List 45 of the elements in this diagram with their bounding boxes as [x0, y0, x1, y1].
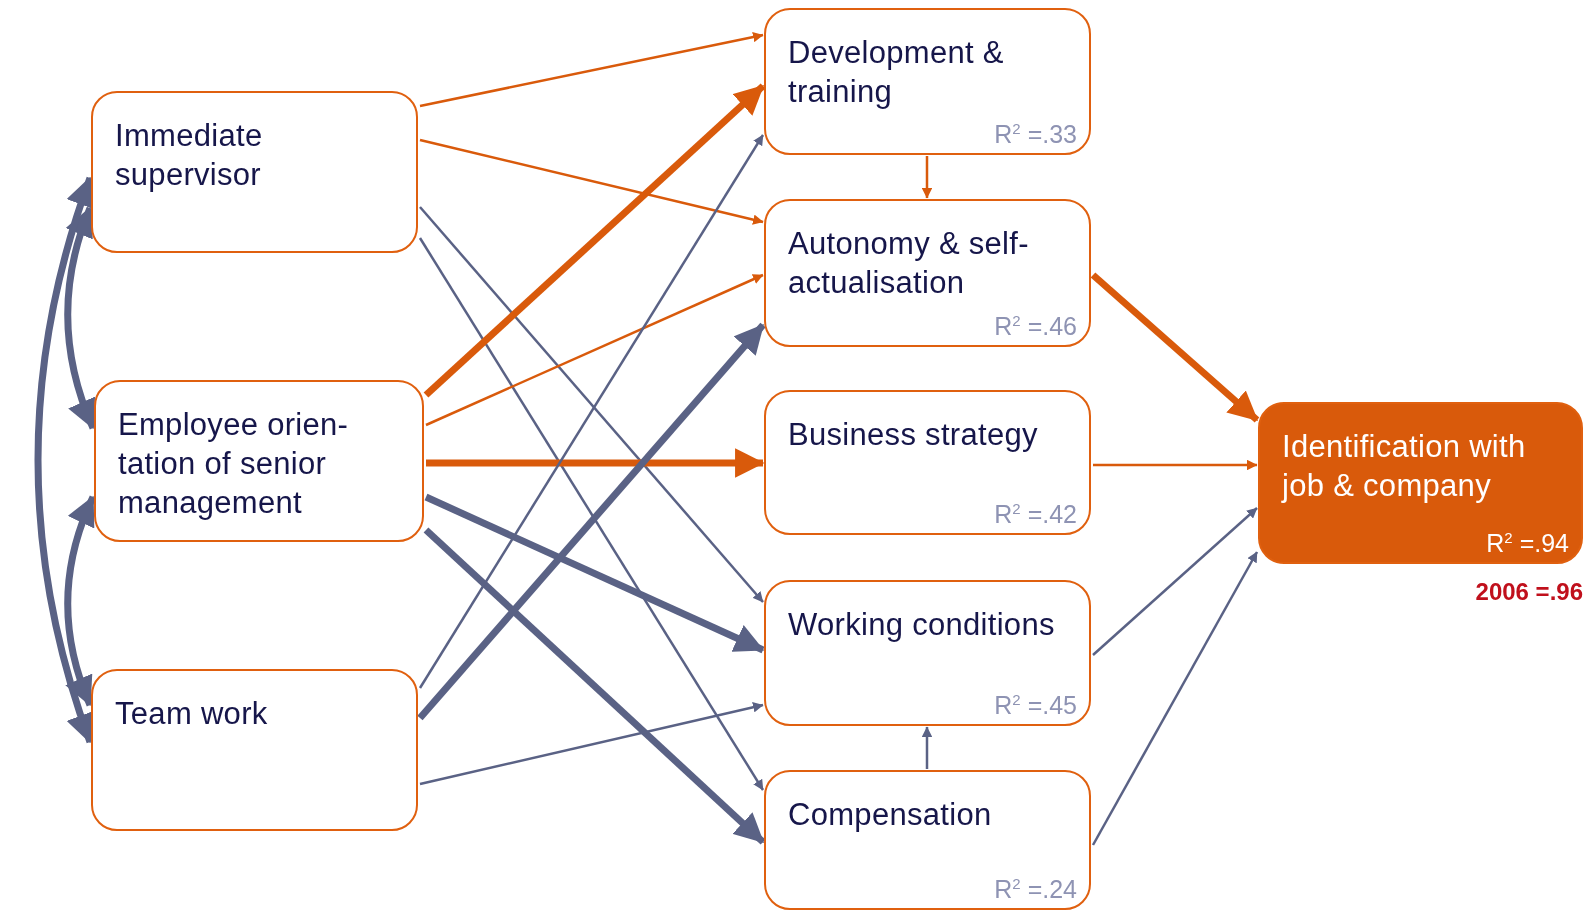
- arrow: [1091, 551, 1259, 846]
- arrow: [424, 493, 765, 654]
- factor-label: Development & training: [788, 34, 1005, 111]
- arrow: [418, 237, 765, 791]
- arrow: [64, 495, 97, 707]
- factor-label: Immediate supervisor: [115, 117, 264, 194]
- r-squared-value: R$^{2}$ =.94: [1486, 528, 1569, 558]
- factor-label: Autonomy & self- actualisation: [788, 225, 1030, 302]
- factor-label: Team work: [115, 695, 269, 733]
- factor-label: Employee orien- tation of senior management: [118, 406, 350, 522]
- arrow: [423, 83, 766, 398]
- arrow: [921, 726, 933, 769]
- r-squared-value: R$^{2}$ =.46: [994, 311, 1077, 341]
- arrow: [64, 206, 97, 430]
- factor-label: Identification with job & company: [1282, 428, 1527, 505]
- factor-box: [1258, 402, 1583, 564]
- arrow: [419, 138, 764, 225]
- factor-label: Business strategy: [788, 416, 1039, 454]
- factor-box: [91, 669, 418, 831]
- factor-box: [764, 390, 1091, 535]
- arrow: [419, 31, 764, 108]
- r-squared-note: 2006 =.96: [1475, 578, 1583, 606]
- r-squared-value: R$^{2}$ =.33: [994, 119, 1077, 149]
- factor-label: Compensation: [788, 796, 993, 834]
- arrow: [423, 527, 766, 845]
- arrow: [1090, 272, 1260, 423]
- factor-box: [764, 770, 1091, 910]
- arrow: [426, 448, 765, 478]
- factor-label: Working conditions: [788, 606, 1056, 644]
- r-squared-value: R$^{2}$ =.24: [994, 874, 1077, 904]
- factor-box: [764, 199, 1091, 347]
- factor-box: [94, 380, 424, 542]
- arrow: [419, 702, 764, 786]
- factor-box: [91, 91, 418, 253]
- arrow: [419, 206, 764, 603]
- arrow: [425, 273, 764, 427]
- r-squared-value: R$^{2}$ =.45: [994, 690, 1077, 720]
- arrow: [417, 322, 766, 721]
- factor-box: [764, 580, 1091, 726]
- arrow: [1092, 507, 1258, 656]
- arrow: [921, 156, 933, 199]
- arrow: [1093, 459, 1258, 471]
- r-squared-value: R$^{2}$ =.42: [994, 499, 1077, 529]
- arrow: [418, 134, 765, 689]
- factor-box: [764, 8, 1091, 155]
